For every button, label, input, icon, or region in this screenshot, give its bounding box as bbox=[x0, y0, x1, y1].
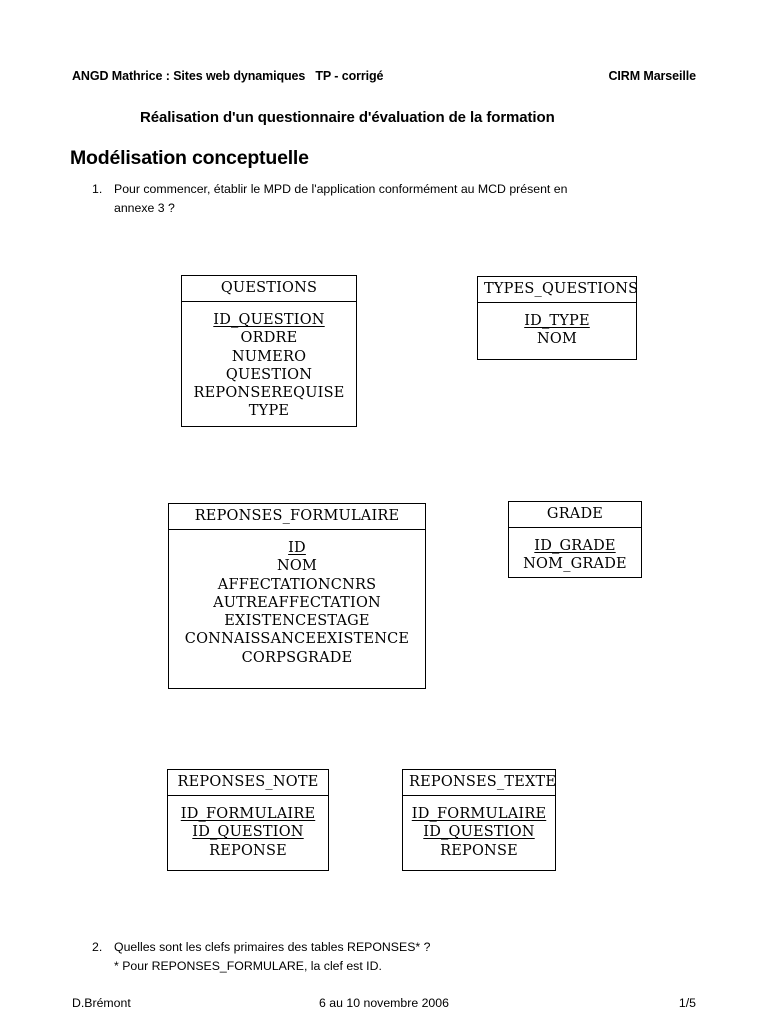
footer-page-number: 1/5 bbox=[678, 996, 696, 1010]
entity-box-types-questions: TYPES_QUESTIONS ID_TYPE NOM bbox=[477, 276, 638, 360]
entity-title: REPONSES_FORMULAIRE bbox=[169, 504, 425, 530]
entity-field: REPONSEREQUISE bbox=[193, 385, 345, 402]
header-venue: CIRM Marseille bbox=[608, 69, 696, 83]
footer-date: 6 au 10 novembre 2006 bbox=[319, 996, 449, 1010]
document-subtitle: Réalisation d'un questionnaire d'évaluat… bbox=[140, 109, 555, 126]
list-item-body: Pour commencer, établir le MPD de l'appl… bbox=[114, 180, 662, 218]
list-item-number: 1. bbox=[92, 182, 103, 196]
entity-field: CONNAISSANCEEXISTENCE bbox=[184, 631, 410, 648]
entity-field: EXISTENCESTAGE bbox=[224, 613, 370, 630]
entity-title: QUESTIONS bbox=[182, 276, 356, 302]
entity-field: ID_TYPE bbox=[524, 313, 590, 329]
entity-field: TYPE bbox=[248, 403, 290, 420]
entity-box-reponses-note: REPONSES_NOTE ID_FORMULAIRE ID_QUESTION … bbox=[167, 769, 329, 871]
entity-field: ID_QUESTION bbox=[213, 312, 325, 328]
entity-title: TYPES_QUESTIONS bbox=[478, 277, 638, 303]
footer-author: D.Brémont bbox=[72, 996, 131, 1010]
list-item-line: annexe 3 ? bbox=[114, 201, 175, 216]
entity-field: NUMERO bbox=[231, 348, 307, 365]
entity-field-list: ID_FORMULAIRE ID_QUESTION REPONSE bbox=[168, 796, 328, 870]
entity-field-list: ID_QUESTION ORDRE NUMERO QUESTION REPONS… bbox=[182, 302, 356, 429]
entity-field: ID_GRADE bbox=[534, 538, 616, 554]
entity-field: ORDRE bbox=[240, 330, 298, 347]
entity-box-grade: GRADE ID_GRADE NOM_GRADE bbox=[508, 501, 642, 578]
entity-field: NOM bbox=[536, 331, 578, 348]
section-heading: Modélisation conceptuelle bbox=[70, 147, 309, 169]
header-course-title: ANGD Mathrice : Sites web dynamiques TP … bbox=[72, 69, 384, 83]
list-item-line: * Pour REPONSES_FORMULARE, la clef est I… bbox=[114, 959, 382, 974]
list-item-number: 2. bbox=[92, 940, 103, 954]
entity-field-list: ID NOM AFFECTATIONCNRS AUTREAFFECTATION … bbox=[169, 530, 425, 688]
entity-field: QUESTION bbox=[225, 366, 313, 383]
entity-field-list: ID_TYPE NOM bbox=[478, 303, 636, 359]
entity-field: ID_FORMULAIRE bbox=[180, 806, 316, 822]
entity-field: CORPSGRADE bbox=[241, 649, 353, 666]
entity-field-list: ID_GRADE NOM_GRADE bbox=[509, 528, 641, 582]
entity-title: REPONSES_TEXTE bbox=[403, 770, 556, 796]
entity-field: ID_QUESTION bbox=[192, 824, 304, 841]
entity-field: NOM_GRADE bbox=[523, 556, 627, 573]
entity-field: ID_QUESTION bbox=[423, 824, 535, 841]
entity-field: ID_FORMULAIRE bbox=[411, 806, 547, 822]
entity-box-reponses-texte: REPONSES_TEXTE ID_FORMULAIRE ID_QUESTION… bbox=[402, 769, 556, 871]
entity-field: REPONSE bbox=[209, 842, 287, 859]
list-item-line: Pour commencer, établir le MPD de l'appl… bbox=[114, 182, 568, 196]
list-item-body: Quelles sont les clefs primaires des tab… bbox=[114, 938, 662, 976]
list-item: 2. Quelles sont les clefs primaires des … bbox=[92, 938, 662, 976]
entity-field: REPONSE bbox=[440, 842, 518, 859]
entity-box-questions: QUESTIONS ID_QUESTION ORDRE NUMERO QUEST… bbox=[181, 275, 357, 427]
entity-box-reponses-formulaire: REPONSES_FORMULAIRE ID NOM AFFECTATIONCN… bbox=[168, 503, 426, 689]
entity-field: NOM bbox=[276, 558, 318, 575]
entity-field: AFFECTATIONCNRS bbox=[217, 576, 377, 593]
entity-title: GRADE bbox=[509, 502, 641, 528]
entity-field: ID bbox=[288, 540, 306, 556]
entity-field: AUTREAFFECTATION bbox=[213, 594, 381, 611]
entity-field-list: ID_FORMULAIRE ID_QUESTION REPONSE bbox=[403, 796, 555, 870]
document-header: ANGD Mathrice : Sites web dynamiques TP … bbox=[72, 69, 696, 83]
list-item-line: Quelles sont les clefs primaires des tab… bbox=[114, 940, 431, 954]
list-item: 1. Pour commencer, établir le MPD de l'a… bbox=[92, 180, 662, 218]
entity-title: REPONSES_NOTE bbox=[168, 770, 328, 796]
